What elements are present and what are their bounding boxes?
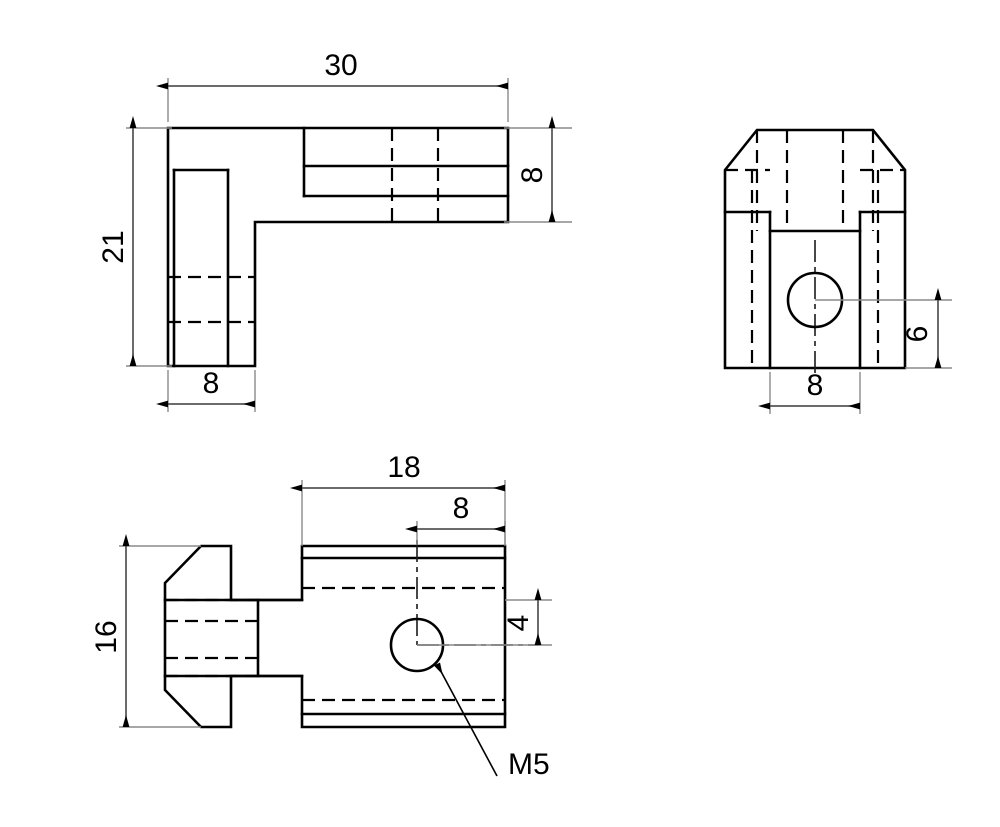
dim-label-8b: 8 [203, 367, 220, 400]
dim-label-16: 16 [90, 620, 123, 653]
bottom-view: 18 8 16 4 M5 [90, 451, 552, 781]
dim-label-30: 30 [324, 49, 357, 82]
dim-label-4: 4 [502, 615, 535, 632]
m5-leader-line [434, 662, 498, 777]
dim-label-8c: 8 [807, 369, 824, 402]
front-view: 30 21 8 8 [97, 49, 572, 412]
dim-label-21: 21 [97, 230, 130, 263]
dim-label-8a: 8 [516, 167, 549, 184]
m5-thread-note: M5 [508, 748, 550, 781]
dim-label-8d: 8 [453, 492, 470, 525]
dim-label-6: 6 [901, 326, 934, 343]
dim-label-18: 18 [387, 451, 420, 484]
right-side-view: 6 8 [723, 128, 952, 414]
front-view-outline [166, 126, 510, 368]
